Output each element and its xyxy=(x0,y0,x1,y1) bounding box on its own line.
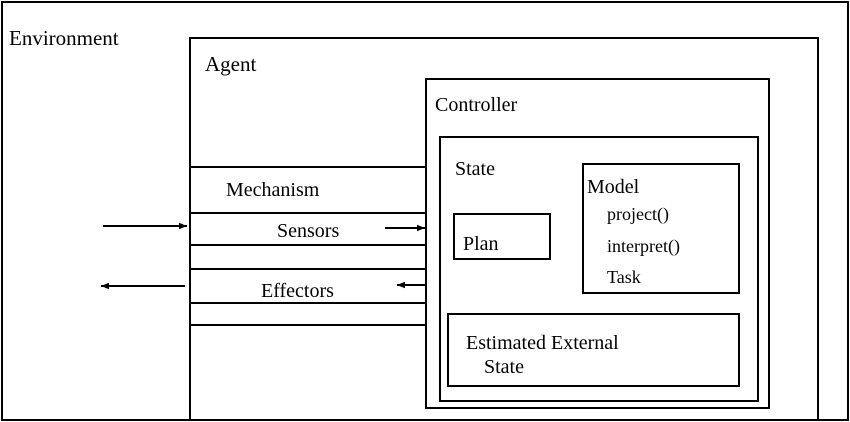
estimated-external-state-line1: Estimated External xyxy=(466,332,619,354)
environment-label: Environment xyxy=(9,26,119,50)
estimated-external-state-box xyxy=(447,313,740,387)
model-label: Model xyxy=(587,176,640,198)
model-item-interpret: interpret() xyxy=(607,236,680,256)
state-label: State xyxy=(455,158,495,180)
sensors-label: Sensors xyxy=(277,220,340,242)
plan-box xyxy=(453,213,551,260)
controller-label: Controller xyxy=(435,94,518,116)
model-item-task: Task xyxy=(607,267,641,287)
bottom-strip xyxy=(189,302,427,326)
effectors-label: Effectors xyxy=(261,280,334,302)
gap-strip xyxy=(189,244,427,270)
model-box xyxy=(582,163,740,294)
sensors-strip xyxy=(189,212,427,246)
mechanism-label: Mechanism xyxy=(226,179,320,201)
plan-label: Plan xyxy=(463,233,499,255)
model-item-project: project() xyxy=(607,204,669,224)
agent-label: Agent xyxy=(205,52,257,76)
estimated-external-state-line2: State xyxy=(484,356,524,378)
